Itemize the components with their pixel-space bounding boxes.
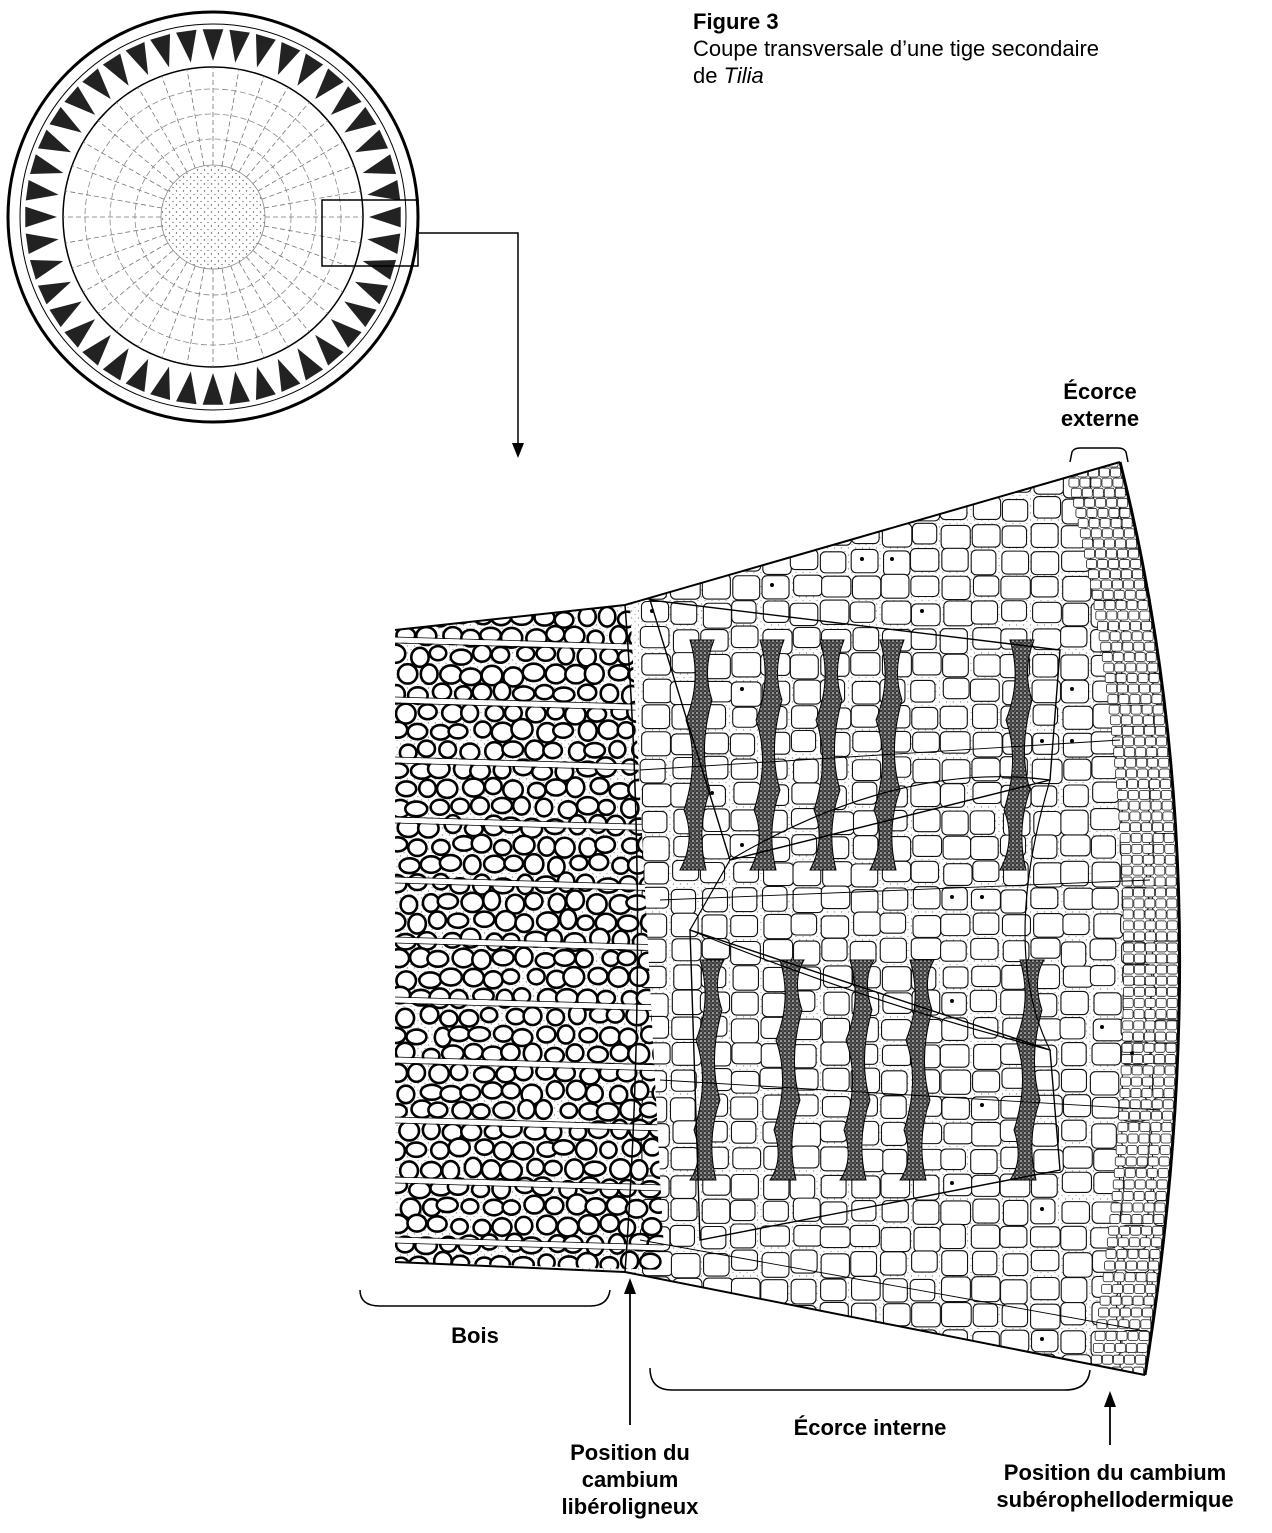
ecorce-interne-bracket <box>650 1368 1090 1390</box>
cambium-liberoligneux-arrowhead <box>624 1278 636 1294</box>
label-cambium-suberophellodermique: Position du cambium subérophellodermique <box>965 1459 1265 1513</box>
overview-section <box>8 12 418 422</box>
label-cambium-liberoligneux: Position du cambium libéroligneux <box>548 1439 712 1520</box>
label-ecorce-interne: Écorce interne <box>760 1414 980 1441</box>
ecorce-externe-bracket <box>1070 448 1128 462</box>
detailed-wedge <box>385 440 1243 1390</box>
label-ecorce-externe: Écorce externe <box>1030 378 1170 432</box>
pith <box>161 165 265 269</box>
label-bois: Bois <box>425 1322 525 1349</box>
zoom-arrowhead <box>512 443 524 458</box>
bois-bracket <box>360 1290 610 1306</box>
zoom-connector <box>418 233 518 445</box>
cambium-suberophellodermique-arrowhead <box>1104 1391 1116 1407</box>
